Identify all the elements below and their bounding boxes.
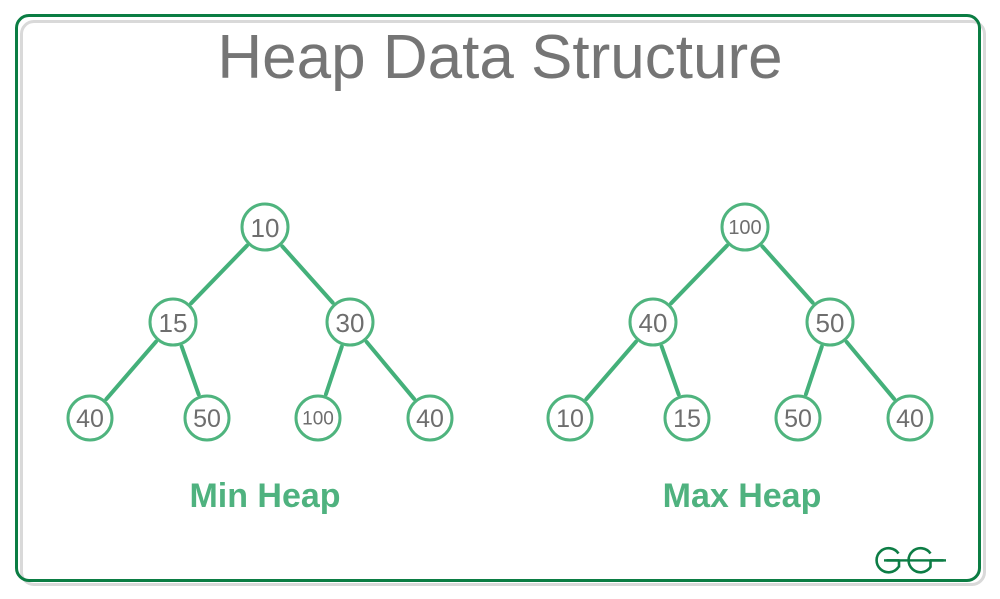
node-circle <box>240 202 290 252</box>
tree-node: 50 <box>805 297 855 347</box>
max-heap-caption: Max Heap <box>662 477 822 515</box>
max-heap-diagram: 100 40 50 10 15 50 40 <box>510 188 970 450</box>
tree-edge <box>803 344 824 397</box>
node-circle <box>628 297 678 347</box>
outer-frame <box>15 14 981 582</box>
node-circle <box>720 202 770 252</box>
node-circle <box>774 394 822 442</box>
node-circle <box>546 394 594 442</box>
node-circle <box>294 394 342 442</box>
tree-edge <box>280 244 335 305</box>
tree-node: 100 <box>720 202 770 252</box>
tree-edge <box>669 243 729 306</box>
geeksforgeeks-logo <box>875 546 946 574</box>
tree-node: 100 <box>294 394 342 442</box>
node-value: 100 <box>302 409 334 430</box>
node-circle <box>66 394 114 442</box>
node-circle <box>663 394 711 442</box>
tree-node: 50 <box>774 394 822 442</box>
tree-node: 50 <box>183 394 231 442</box>
tree-edge <box>844 339 896 401</box>
node-circle <box>805 297 855 347</box>
tree-edge <box>179 344 201 397</box>
tree-node: 10 <box>546 394 594 442</box>
node-value: 10 <box>251 213 280 243</box>
tree-edge <box>364 339 416 401</box>
tree-node: 15 <box>663 394 711 442</box>
node-value: 10 <box>556 405 584 433</box>
node-value: 40 <box>896 405 924 433</box>
tree-node: 30 <box>325 297 375 347</box>
tree-edge <box>323 344 344 397</box>
node-value: 50 <box>816 308 845 338</box>
min-heap-diagram: 10 15 30 40 50 100 40 <box>30 188 490 450</box>
tree-edge <box>104 339 158 402</box>
node-value: 100 <box>728 217 761 239</box>
node-circle <box>325 297 375 347</box>
tree-edge <box>760 244 815 305</box>
node-value: 40 <box>76 405 104 433</box>
node-value: 40 <box>639 308 668 338</box>
tree-node: 15 <box>148 297 198 347</box>
tree-node: 40 <box>406 394 454 442</box>
node-value: 50 <box>784 405 812 433</box>
node-circle <box>886 394 934 442</box>
node-value: 30 <box>336 308 365 338</box>
page-title: Heap Data Structure <box>217 23 783 92</box>
tree-node: 40 <box>628 297 678 347</box>
node-value: 40 <box>416 405 444 433</box>
tree-edge <box>189 243 249 306</box>
node-value: 15 <box>159 308 188 338</box>
node-circle <box>183 394 231 442</box>
tree-node: 10 <box>240 202 290 252</box>
node-value: 15 <box>673 405 701 433</box>
node-value: 50 <box>193 405 221 433</box>
node-circle <box>148 297 198 347</box>
tree-node: 40 <box>886 394 934 442</box>
tree-edge <box>659 344 681 397</box>
node-circle <box>406 394 454 442</box>
min-heap-caption: Min Heap <box>189 477 341 515</box>
tree-node: 40 <box>66 394 114 442</box>
tree-edge <box>584 339 638 402</box>
